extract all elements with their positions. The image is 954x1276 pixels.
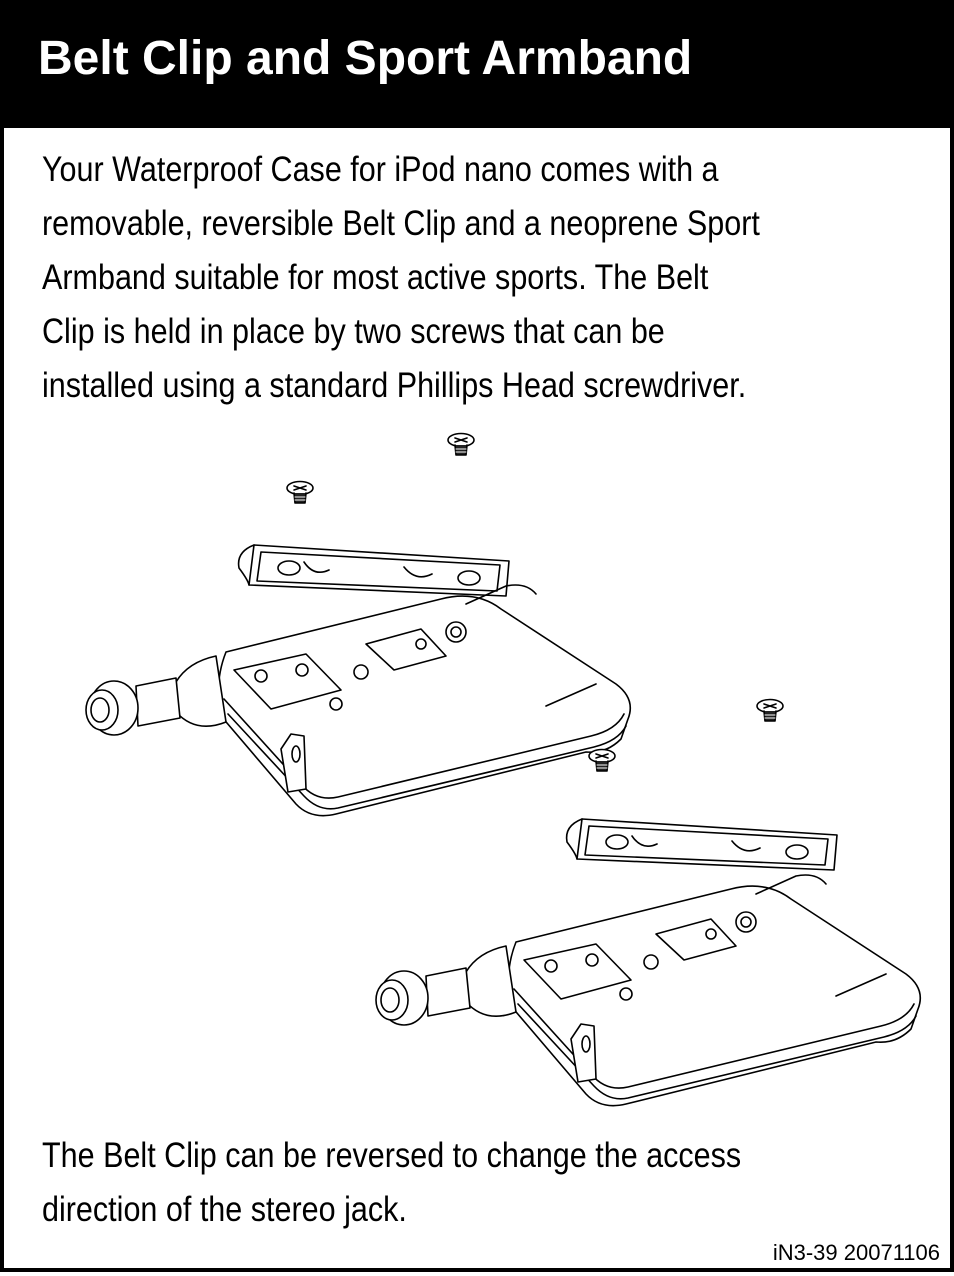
waterproof-case-part <box>375 874 922 1107</box>
intro-paragraph: Your Waterproof Case for iPod nano comes… <box>42 142 760 412</box>
outro-line: direction of the stereo jack. <box>42 1189 407 1229</box>
title-bar: Belt Clip and Sport Armband <box>4 4 954 128</box>
belt-clip-illustration <box>85 432 922 1107</box>
belt-clip-part <box>565 818 838 871</box>
page-title: Belt Clip and Sport Armband <box>38 32 693 85</box>
intro-line: removable, reversible Belt Clip and a ne… <box>42 203 760 243</box>
phillips-screw-icon <box>286 480 314 504</box>
waterproof-case-part <box>85 584 632 817</box>
document-code: iN3-39 20071106 <box>772 1240 940 1265</box>
intro-line: Armband suitable for most active sports.… <box>42 257 709 297</box>
intro-line: Your Waterproof Case for iPod nano comes… <box>42 149 719 189</box>
phillips-screw-icon <box>447 432 475 456</box>
outro-paragraph: The Belt Clip can be reversed to change … <box>42 1128 741 1236</box>
belt-clip-part <box>237 544 510 597</box>
phillips-screw-icon <box>588 748 616 772</box>
intro-line: Clip is held in place by two screws that… <box>42 311 665 351</box>
intro-line: installed using a standard Phillips Head… <box>42 365 747 405</box>
phillips-screw-icon <box>756 698 784 722</box>
outro-line: The Belt Clip can be reversed to change … <box>42 1135 742 1175</box>
